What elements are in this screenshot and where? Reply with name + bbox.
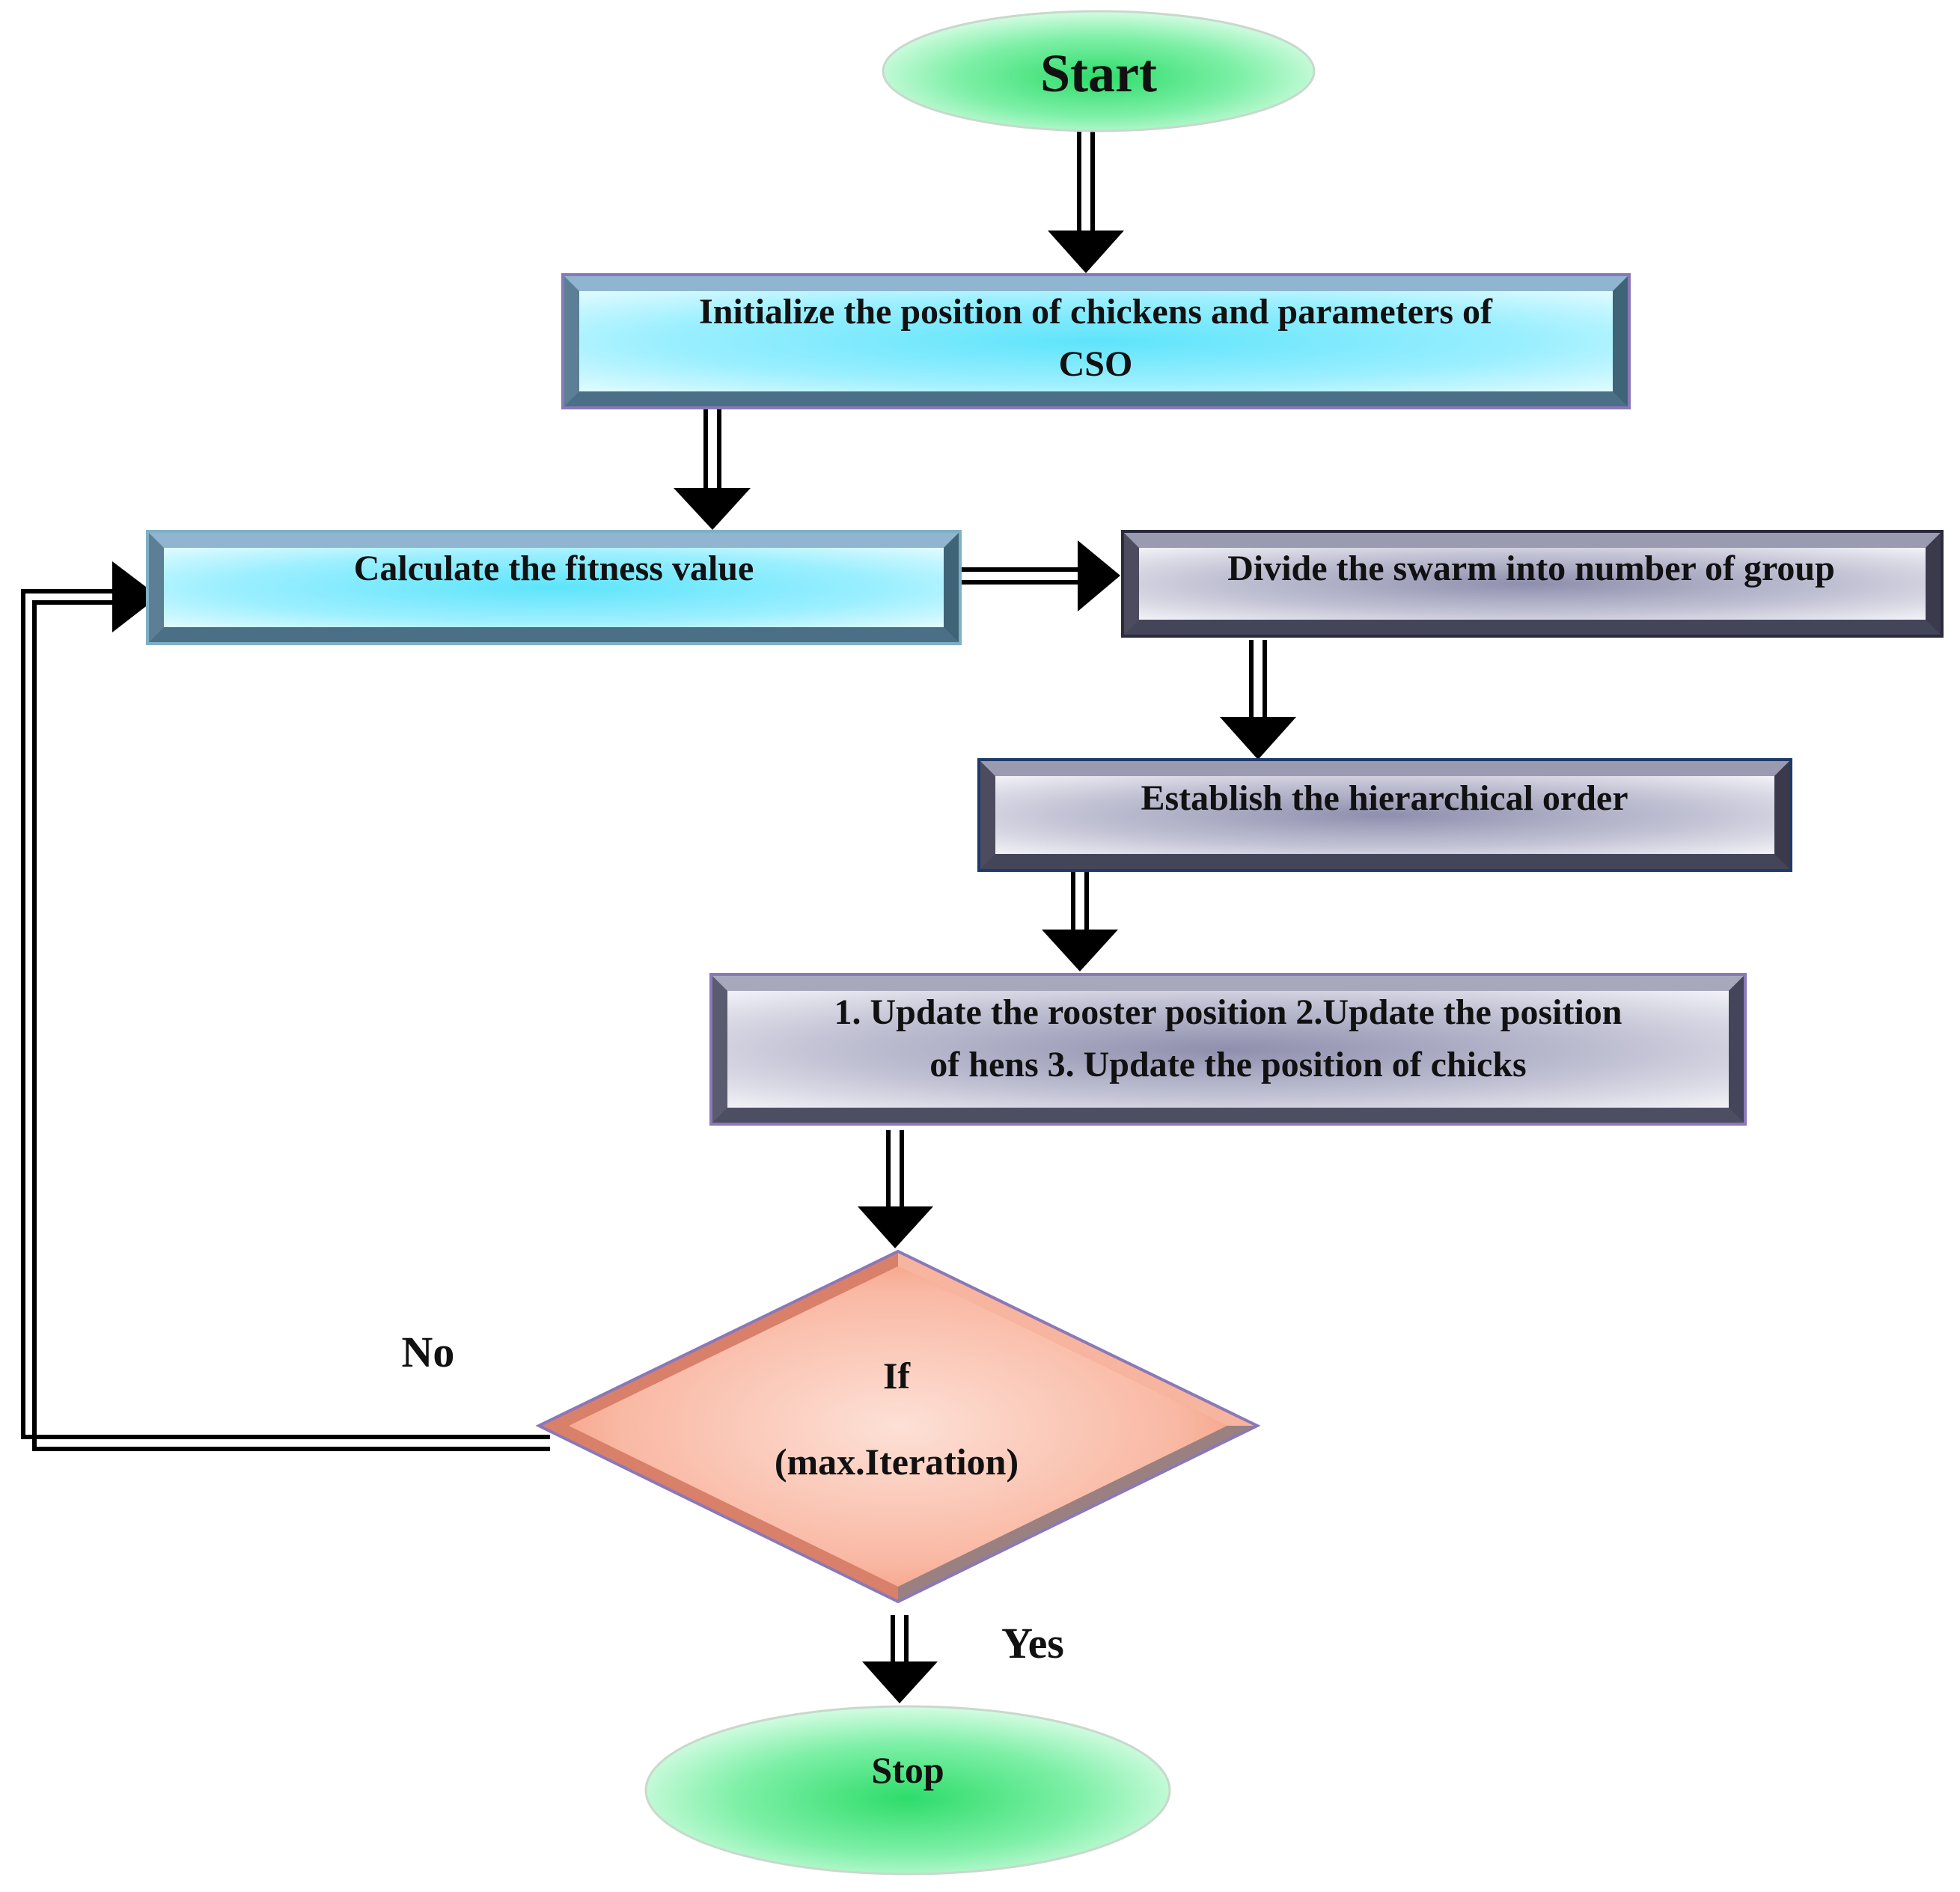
stop-node: Stop <box>644 1705 1171 1876</box>
divide-label: Divide the swarm into number of group <box>1227 549 1835 588</box>
arrow-fitness-to-divide <box>958 540 1120 611</box>
arrow-update-to-decision <box>858 1130 933 1248</box>
initialize-node: Initialize the position of chickens and … <box>561 273 1631 409</box>
edge-label-no: No <box>402 1328 455 1376</box>
connectors <box>21 131 1296 1703</box>
hierarchy-label: Establish the hierarchical order <box>1141 778 1628 818</box>
hierarchy-node: Establish the hierarchical order <box>977 758 1792 872</box>
decision-label-line-1: If <box>883 1355 911 1397</box>
update-label-line-1: 1. Update the rooster position 2.Update … <box>834 992 1622 1032</box>
arrow-decision-to-fitness-loop <box>21 561 550 1451</box>
update-node: 1. Update the rooster position 2.Update … <box>709 973 1747 1126</box>
arrow-decision-to-stop <box>862 1615 938 1703</box>
divide-node: Divide the swarm into number of group <box>1121 530 1944 638</box>
stop-label: Stop <box>871 1749 944 1791</box>
edge-label-yes: Yes <box>1001 1619 1064 1667</box>
start-node: Start <box>882 10 1316 132</box>
initialize-label-line-2: CSO <box>1059 344 1133 384</box>
start-label: Start <box>1040 43 1157 103</box>
arrow-divide-to-hierarchy <box>1220 640 1296 760</box>
update-label-line-2: of hens 3. Update the position of chicks <box>929 1045 1526 1084</box>
initialize-label-line-1: Initialize the position of chickens and … <box>699 292 1493 332</box>
arrow-init-to-fitness <box>674 408 751 530</box>
decision-node: If (max.Iteration) <box>535 1249 1261 1604</box>
fitness-label: Calculate the fitness value <box>354 549 754 588</box>
decision-label-line-2: (max.Iteration) <box>775 1441 1019 1483</box>
arrow-hierarchy-to-update <box>1042 857 1118 971</box>
fitness-node: Calculate the fitness value <box>146 530 962 645</box>
arrow-start-to-init <box>1048 131 1124 273</box>
